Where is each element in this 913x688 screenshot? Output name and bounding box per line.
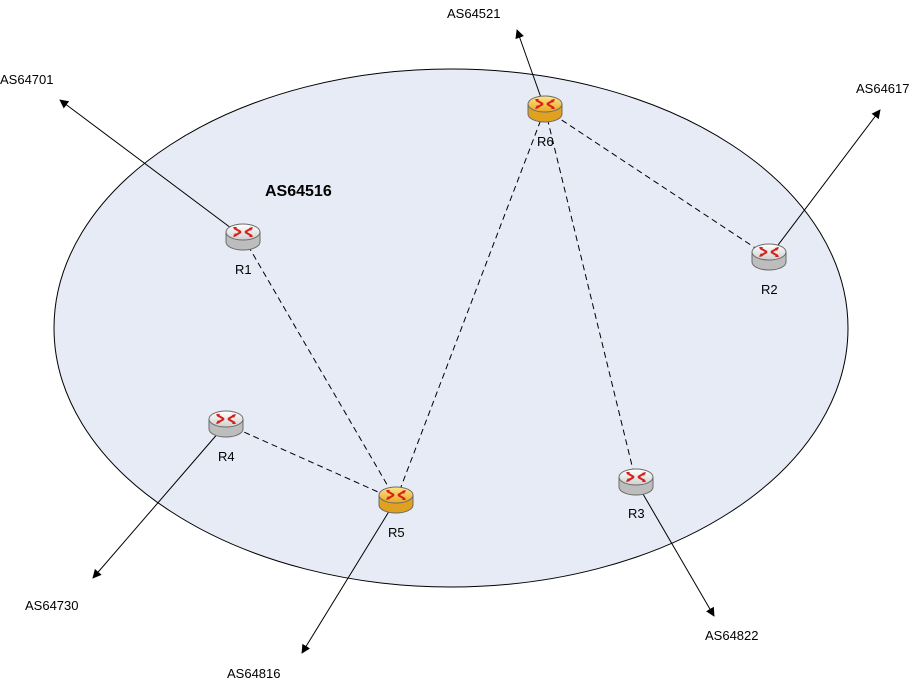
peer-as-label-r6: AS64521 [447, 6, 501, 21]
peer-as-label-r5: AS64816 [227, 666, 281, 681]
peer-as-label-r4: AS64730 [25, 598, 79, 613]
router-r3[interactable] [618, 468, 654, 496]
ibgp-link-r6-r3 [544, 108, 637, 483]
peer-as-label-r1: AS64701 [0, 72, 54, 87]
router-label-r6: R6 [537, 134, 554, 149]
ebgp-arrow-r5 [301, 499, 397, 654]
router-icon [527, 95, 563, 123]
ibgp-link-r1-r5 [242, 236, 397, 501]
router-icon [751, 243, 787, 271]
as-boundary-ellipse [53, 68, 849, 588]
router-r4[interactable] [208, 410, 244, 438]
ibgp-link-r4-r5 [225, 423, 397, 501]
ebgp-arrow-r3 [635, 481, 715, 617]
peer-as-label-r3: AS64822 [705, 628, 759, 643]
router-icon [208, 410, 244, 438]
router-label-r3: R3 [628, 506, 645, 521]
router-icon [618, 468, 654, 496]
ebgp-peer-links [59, 29, 881, 654]
ebgp-arrow-r1 [59, 99, 244, 238]
as-label: AS64516 [265, 183, 332, 200]
router-r1[interactable] [225, 223, 261, 251]
peer-as-label-r2: AS64617 [856, 81, 910, 96]
router-label-r5: R5 [388, 525, 405, 540]
router-icon [378, 486, 414, 514]
router-r5[interactable] [378, 486, 414, 514]
ebgp-arrow-r4 [92, 423, 227, 579]
router-icon [225, 223, 261, 251]
router-r6[interactable] [527, 95, 563, 123]
ebgp-arrow-r2 [768, 109, 881, 258]
router-label-r4: R4 [218, 449, 235, 464]
router-label-r2: R2 [761, 282, 778, 297]
router-label-r1: R1 [235, 262, 252, 277]
ibgp-links [225, 108, 770, 501]
router-r2[interactable] [751, 243, 787, 271]
ibgp-link-r6-r2 [544, 108, 770, 258]
